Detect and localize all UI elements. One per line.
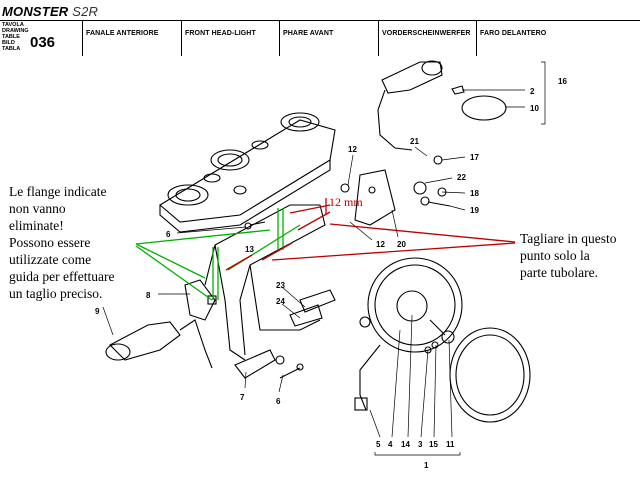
note-line: guida per effettuare: [9, 269, 115, 284]
model-name: MONSTER S2R: [2, 4, 98, 19]
callout-16: 16: [558, 77, 567, 86]
note-line: Le flange indicate: [9, 184, 107, 199]
model-sub: S2R: [72, 4, 99, 19]
tavola-line: TAVOLA: [2, 22, 24, 28]
callout-9: 9: [95, 307, 100, 316]
callout-5: 5: [376, 440, 381, 449]
callout-10: 10: [530, 104, 539, 113]
mounting-plate: [354, 169, 396, 226]
callout-15: 15: [429, 440, 438, 449]
measurement-label: 12 mm: [329, 195, 363, 210]
column-separator: [279, 20, 280, 56]
column-separator: [82, 20, 83, 56]
callout-8: 8: [146, 291, 151, 300]
leader-lines: [102, 61, 546, 456]
callout-14: 14: [401, 440, 410, 449]
column-separator: [476, 20, 477, 56]
note-line: un taglio preciso.: [9, 286, 103, 301]
note-line: punto solo la: [520, 248, 590, 263]
note-line: utilizzate come: [9, 252, 92, 267]
callout-6-bottom: 6: [276, 397, 281, 406]
callout-20: 20: [397, 240, 406, 249]
table-number: 036: [30, 34, 56, 51]
note-line: parte tubolare.: [520, 265, 598, 280]
tavola-line: BILD: [2, 40, 15, 46]
title-en: FRONT HEAD-LIGHT: [185, 30, 256, 37]
callout-12-top: 12: [348, 145, 357, 154]
callout-19: 19: [470, 206, 479, 215]
model-main: MONSTER: [2, 4, 69, 19]
callout-21: 21: [410, 137, 419, 146]
title-de: VORDERSCHEINWERFER: [382, 30, 471, 37]
callout-4: 4: [388, 440, 393, 449]
headlight-assembly: [354, 257, 531, 423]
green-guide-lines: [135, 208, 301, 301]
drawing-header: MONSTER S2R TAVOLA DRAWING TABLE BILD TA…: [0, 0, 640, 56]
title-it: FANALE ANTERIORE: [86, 30, 159, 37]
callout-2: 2: [530, 87, 535, 96]
note-line: Possono essere: [9, 235, 91, 250]
callout-12-bottom: 12: [376, 240, 385, 249]
note-line: Tagliare in questo: [520, 231, 617, 246]
tavola-labels: TAVOLA DRAWING TABLE BILD TABLA: [2, 22, 29, 52]
triple-clamp: [159, 112, 336, 233]
callout-24: 24: [276, 297, 285, 306]
title-es: FARO DELANTERO: [480, 30, 547, 37]
callout-22: 22: [457, 173, 466, 182]
column-separator: [378, 20, 379, 56]
callout-13: 13: [245, 245, 254, 254]
column-separator: [181, 20, 182, 56]
tavola-line: DRAWING: [2, 28, 29, 34]
right-turn-signal: [377, 60, 507, 151]
callout-1: 1: [424, 461, 429, 470]
red-cut-lines: [225, 198, 516, 271]
title-fr: PHARE AVANT: [283, 30, 334, 37]
note-line: non vanno: [9, 201, 66, 216]
callout-7: 7: [240, 393, 245, 402]
note-line: eliminate!: [9, 218, 64, 233]
headlight-bracket: [184, 204, 336, 379]
left-note: Le flange indicate non vanno eliminate! …: [9, 183, 149, 302]
tavola-line: TABLA: [2, 46, 21, 52]
callout-numbers: 16 2 10 21 17 22 18 19 12 12 20 6 13 8 9…: [95, 77, 567, 470]
left-turn-signal: [105, 319, 213, 369]
callout-23: 23: [276, 281, 285, 290]
callout-17: 17: [470, 153, 479, 162]
callout-3: 3: [418, 440, 423, 449]
measurement-value: 12 mm: [329, 195, 363, 209]
right-note: Tagliare in questo punto solo la parte t…: [520, 230, 640, 281]
callout-18: 18: [470, 189, 479, 198]
callout-11: 11: [446, 440, 455, 449]
callout-6-top: 6: [166, 230, 171, 239]
header-rule: [0, 20, 640, 21]
tavola-line: TABLE: [2, 34, 20, 40]
